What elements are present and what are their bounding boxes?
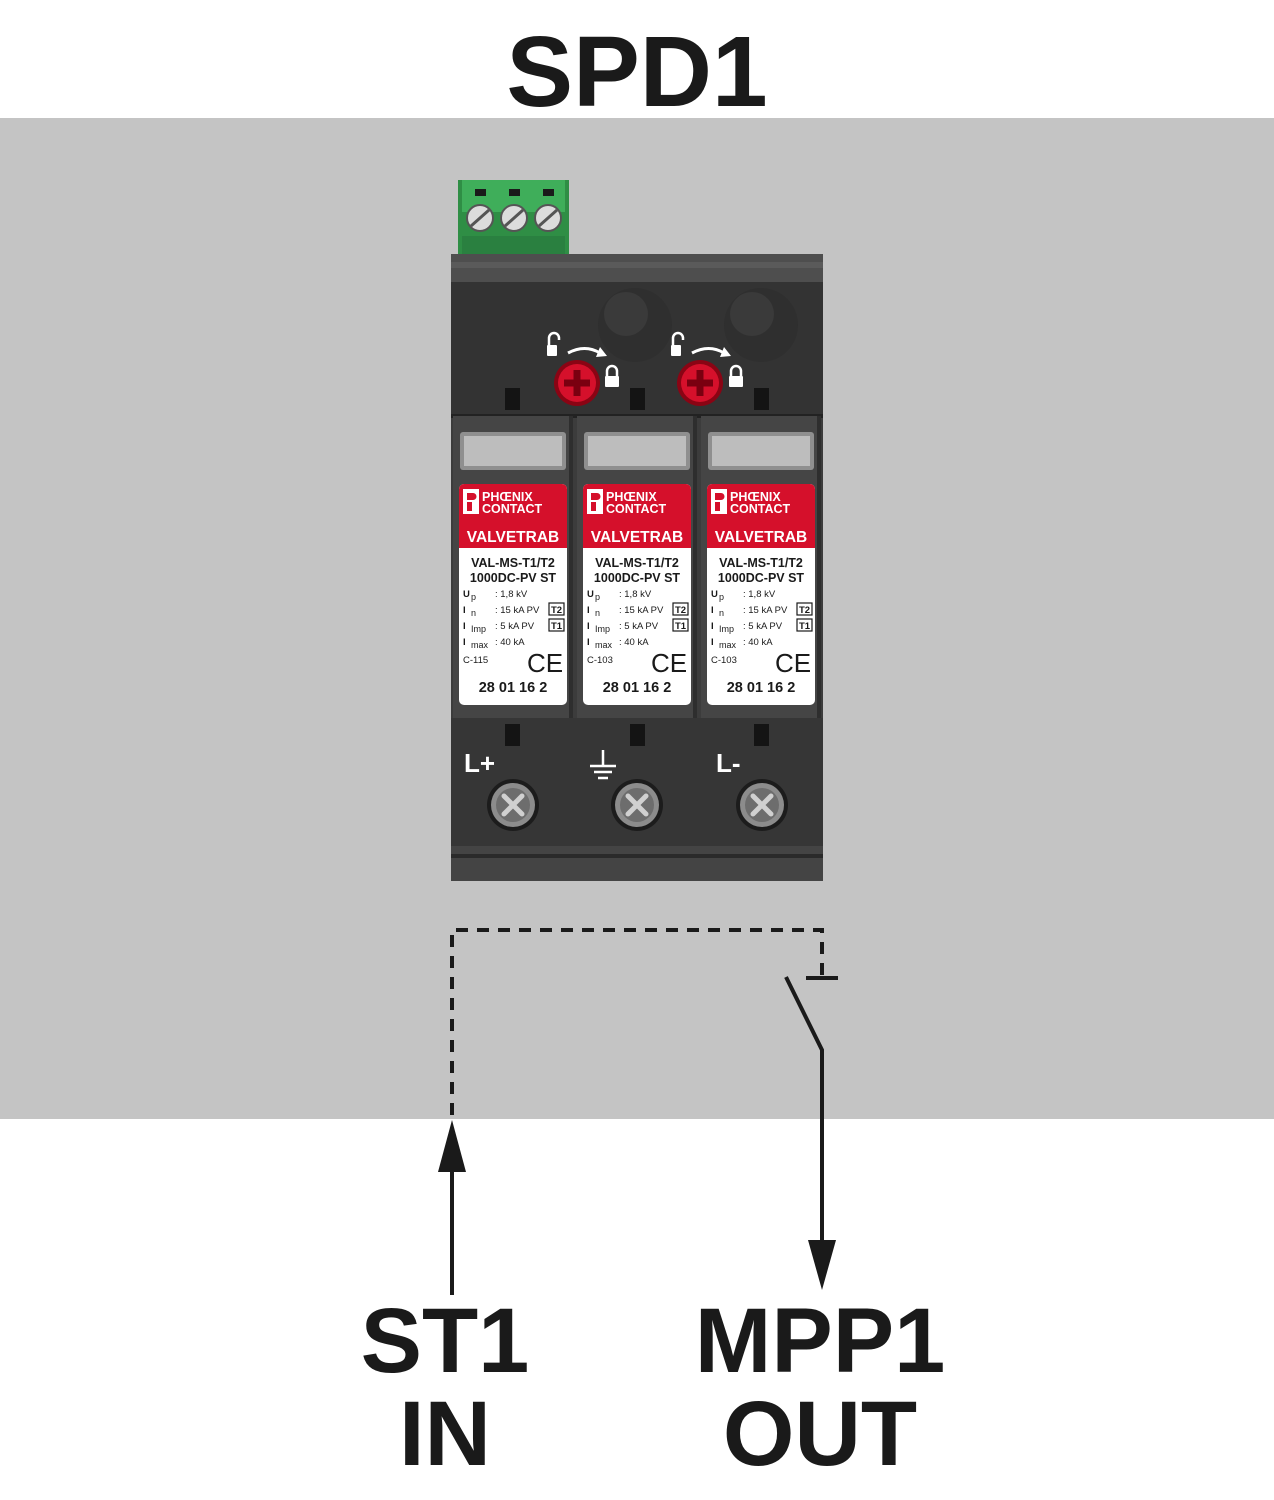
diagram-title: SPD1 xyxy=(506,16,768,128)
spec-value: : 1,8 kV xyxy=(743,589,776,600)
spec-value: : 5 kA PV xyxy=(619,621,659,632)
spec-subscript: Imp xyxy=(595,624,610,634)
arrow-down-icon xyxy=(808,1240,836,1290)
spec-subscript: n xyxy=(471,608,476,618)
cert-code: C-115 xyxy=(463,655,488,666)
brand-line1: PHŒNIX xyxy=(606,490,657,504)
spec-class-box: T1 xyxy=(675,621,687,632)
model-line2: 1000DC-PV ST xyxy=(470,571,557,585)
spec-value: : 1,8 kV xyxy=(495,589,528,600)
spec-value: : 40 kA xyxy=(495,637,525,648)
spec-value: : 40 kA xyxy=(743,637,773,648)
locking-screw-icon xyxy=(554,360,600,406)
output-label-line1: MPP1 xyxy=(694,1290,946,1392)
article-number: 28 01 16 2 xyxy=(479,680,548,696)
spec-subscript: Imp xyxy=(719,624,734,634)
locking-screw-icon xyxy=(677,360,723,406)
spec-subscript: max xyxy=(719,640,737,650)
spec-value: : 15 kA PV xyxy=(743,605,788,616)
spec-subscript: p xyxy=(595,592,600,602)
spec-symbol: U xyxy=(711,589,718,600)
spec-symbol: I xyxy=(711,637,714,648)
article-number: 28 01 16 2 xyxy=(603,680,672,696)
spec-subscript: max xyxy=(471,640,489,650)
spec-value: : 5 kA PV xyxy=(495,621,535,632)
terminal-label-l-minus: L- xyxy=(716,748,741,778)
product-line: VALVETRAB xyxy=(591,529,683,546)
spec-symbol: I xyxy=(711,605,714,616)
wiring xyxy=(450,928,838,1295)
ground-icon xyxy=(590,750,616,780)
spec-subscript: n xyxy=(719,608,724,618)
terminal-label-l-plus: L+ xyxy=(464,748,495,778)
spec-symbol: I xyxy=(463,621,466,632)
spec-class-box: T2 xyxy=(799,605,810,616)
arrow-right-icon xyxy=(691,347,731,357)
spec-symbol: I xyxy=(587,605,590,616)
ce-mark: CE xyxy=(775,648,811,678)
screw-terminal-icon xyxy=(736,779,788,831)
spec-symbol: U xyxy=(587,589,594,600)
screw-terminal-icon xyxy=(611,779,663,831)
spec-symbol: I xyxy=(711,621,714,632)
spec-symbol: I xyxy=(463,637,466,648)
spec-class-box: T2 xyxy=(675,605,686,616)
article-number: 28 01 16 2 xyxy=(727,680,796,696)
spec-symbol: U xyxy=(463,589,470,600)
product-line: VALVETRAB xyxy=(715,529,807,546)
spec-subscript: max xyxy=(595,640,613,650)
model-line2: 1000DC-PV ST xyxy=(594,571,681,585)
brand-line1: PHŒNIX xyxy=(730,490,781,504)
arrow-up-icon xyxy=(438,1120,466,1172)
spec-symbol: I xyxy=(587,621,590,632)
screw-terminal-icon xyxy=(487,779,539,831)
spec-subscript: n xyxy=(595,608,600,618)
model-line1: VAL-MS-T1/T2 xyxy=(471,556,555,570)
spec-subscript: p xyxy=(719,592,724,602)
input-label-line2: IN xyxy=(399,1383,491,1485)
switch-lever-and-output-line xyxy=(784,976,824,1242)
remote-contact-connector xyxy=(458,180,569,254)
model-line1: VAL-MS-T1/T2 xyxy=(719,556,803,570)
model-line1: VAL-MS-T1/T2 xyxy=(595,556,679,570)
spec-subscript: p xyxy=(471,592,476,602)
brand-line2: CONTACT xyxy=(482,502,543,516)
spec-class-box: T2 xyxy=(551,605,562,616)
spec-value: : 5 kA PV xyxy=(743,621,783,632)
input-label-line1: ST1 xyxy=(360,1290,530,1392)
spec-symbol: I xyxy=(587,637,590,648)
model-line2: 1000DC-PV ST xyxy=(718,571,805,585)
product-line: VALVETRAB xyxy=(467,529,559,546)
brand-line2: CONTACT xyxy=(730,502,791,516)
spec-class-box: T1 xyxy=(551,621,563,632)
arrow-right-icon xyxy=(567,347,607,357)
brand-line1: PHŒNIX xyxy=(482,490,533,504)
brand-line2: CONTACT xyxy=(606,502,667,516)
spec-value: : 40 kA xyxy=(619,637,649,648)
dashed-mechanical-link xyxy=(450,928,824,1115)
cert-code: C-103 xyxy=(711,655,737,666)
spec-value: : 15 kA PV xyxy=(619,605,664,616)
output-label-line2: OUT xyxy=(722,1383,918,1485)
spec-class-box: T1 xyxy=(799,621,811,632)
spec-value: : 15 kA PV xyxy=(495,605,540,616)
cert-code: C-103 xyxy=(587,655,613,666)
ce-mark: CE xyxy=(651,648,687,678)
spec-subscript: Imp xyxy=(471,624,486,634)
spec-symbol: I xyxy=(463,605,466,616)
protection-modules: PHŒNIXCONTACTVALVETRABVAL-MS-T1/T21000DC… xyxy=(453,416,821,718)
spec-value: : 1,8 kV xyxy=(619,589,652,600)
ce-mark: CE xyxy=(527,648,563,678)
